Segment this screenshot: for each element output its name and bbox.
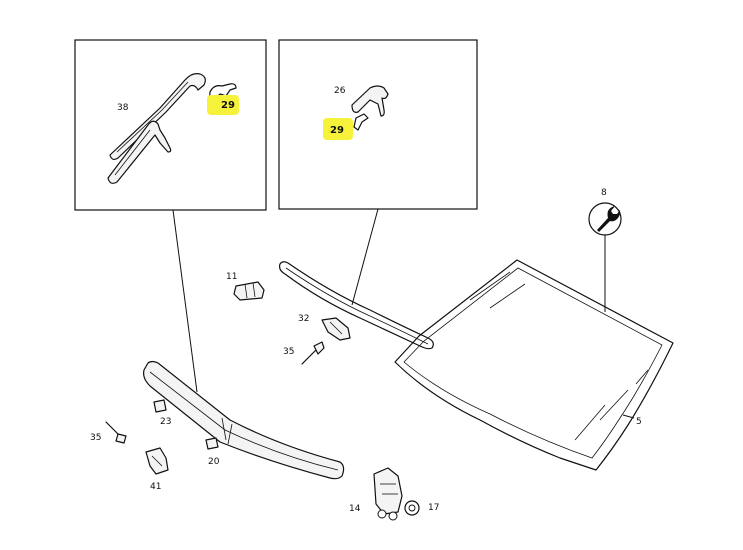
rivet-35-lower[interactable]: 35 — [90, 421, 127, 444]
bracket-32[interactable]: 32 — [298, 314, 351, 341]
callout-11: 11 — [226, 272, 237, 282]
clip-20[interactable]: 20 — [205, 437, 220, 467]
leader-inset-left — [172, 209, 198, 393]
upper-molding-strip[interactable] — [278, 261, 434, 350]
clip-29-right[interactable] — [353, 113, 369, 131]
lower-molding[interactable] — [143, 360, 345, 480]
callout-23: 23 — [160, 417, 171, 427]
callout-26: 26 — [334, 86, 346, 96]
callout-29-right: 29 — [330, 125, 344, 136]
molding-profile-38[interactable] — [107, 73, 206, 184]
rivet-35-upper[interactable]: 35 — [283, 341, 325, 365]
callout-14: 14 — [349, 504, 361, 514]
callout-38: 38 — [117, 103, 129, 113]
windshield-5[interactable]: 5 — [394, 259, 674, 471]
callout-20: 20 — [208, 457, 220, 467]
callout-5: 5 — [636, 417, 642, 427]
molding-profile-26[interactable] — [351, 85, 389, 117]
bracket-assembly-14[interactable]: 14 — [349, 467, 403, 521]
callout-8: 8 — [601, 188, 607, 198]
bracket-41[interactable]: 41 — [145, 447, 169, 492]
callout-41: 41 — [150, 482, 161, 492]
callout-17: 17 — [428, 503, 439, 513]
inset-left: 38 29 — [74, 39, 267, 211]
highlight-29-right — [323, 118, 353, 140]
leader-5 — [622, 414, 635, 419]
clip-11[interactable]: 11 — [226, 272, 265, 301]
wrench-icon — [597, 206, 621, 232]
callout-35-lower: 35 — [90, 433, 101, 443]
callout-35-upper: 35 — [283, 347, 294, 357]
leader-inset-right — [351, 208, 379, 306]
service-symbol-8[interactable]: 8 — [588, 188, 622, 312]
inset-right: 26 29 — [278, 39, 478, 210]
highlight-29-left — [207, 95, 239, 115]
nut-17[interactable]: 17 — [404, 500, 439, 516]
callout-29-left: 29 — [221, 100, 235, 111]
callout-32: 32 — [298, 314, 309, 324]
clip-23[interactable]: 23 — [153, 399, 171, 427]
